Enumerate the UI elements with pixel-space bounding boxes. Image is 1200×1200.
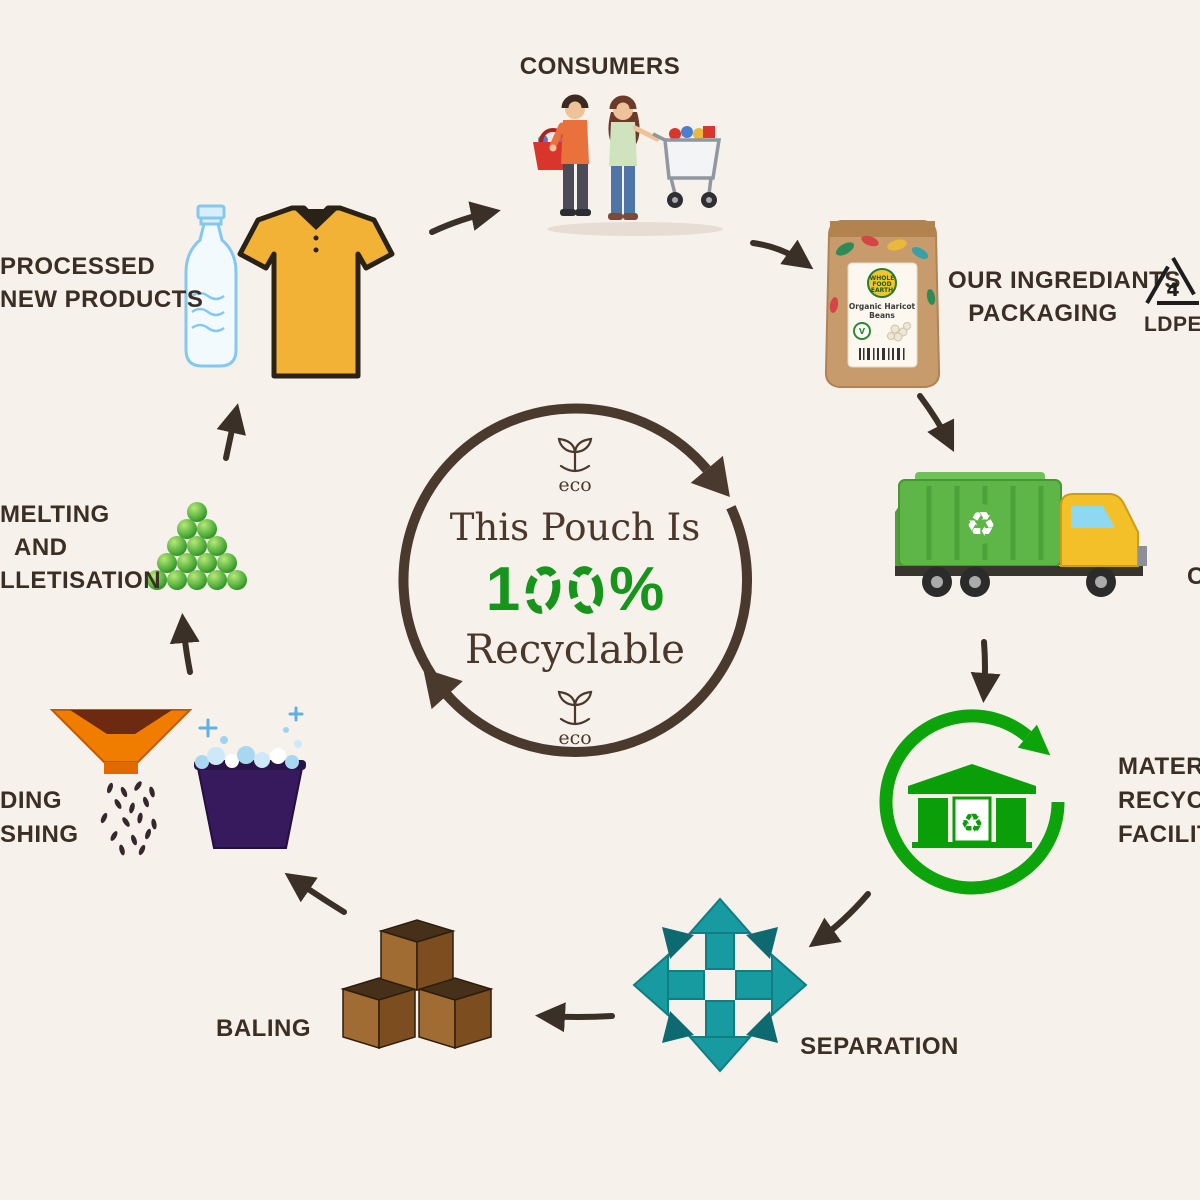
new-products-label: PROCESSED NEW PRODUCTS [0, 250, 203, 316]
brand-line2: FOOD [872, 281, 891, 288]
percent-sign: % [609, 555, 665, 624]
shredding-washing-label: DING SHING [0, 784, 79, 852]
arrow-baling-to-washing [284, 872, 347, 915]
mrf-icon: ♻ [879, 709, 1065, 895]
mrf-building: ♻ [908, 764, 1036, 848]
man-figure [549, 94, 591, 216]
product-name-line2: Beans [869, 311, 895, 320]
arrow-pellets-to-products [216, 403, 246, 461]
arrow-separation-to-baling [535, 1002, 615, 1033]
melting-label-line1: MELTING [0, 501, 110, 528]
vegan-badge [853, 322, 871, 340]
recycle-zero-icon [569, 566, 604, 614]
shredder-funnel-icon [49, 709, 193, 774]
truck-cab [1060, 493, 1139, 567]
arrow-pouch-to-truck [917, 393, 955, 453]
mrf-label-line2: RECYCLI [1118, 787, 1200, 814]
consumers-label: CONSUMERS [519, 53, 681, 80]
truck-recycle-symbol: ♻ [966, 505, 996, 545]
ldpe-recycle-triangle-icon: 4 [1145, 256, 1200, 305]
mrf-recycle-symbol: ♻ [960, 809, 983, 839]
vegan-badge-letter: V [859, 327, 866, 336]
ldpe-label: LDPE [1143, 313, 1200, 336]
packaging-label-line2: PACKAGING [968, 300, 1118, 327]
arrow-mrf-to-separation [808, 891, 871, 948]
eco-leaf-bottom-icon [557, 690, 593, 726]
shopping-cart-icon [652, 126, 722, 208]
pellets-icon [147, 502, 247, 590]
recycle-zero-icon [525, 566, 561, 614]
mrf-label-line1: MATERIA [1118, 753, 1200, 780]
beans-illustration [887, 322, 911, 342]
melting-label-line2: AND [14, 534, 68, 561]
eco-word-top: eco [558, 474, 592, 496]
eco-word-bottom: eco [558, 727, 592, 749]
polo-shirt-icon [237, 205, 395, 379]
shredding-label-line2: SHING [0, 821, 79, 848]
collection-label: C [1187, 563, 1200, 590]
separation-icon [632, 897, 808, 1073]
eco-leaf-top-icon [557, 437, 593, 473]
products-label-line1: PROCESSED [0, 253, 156, 280]
mrf-label-line3: FACILIT [1118, 821, 1200, 848]
arrow-consumers-to-pouch [750, 239, 814, 270]
garbage-truck-icon: ♻ [895, 472, 1147, 597]
center-text-block: eco This Pouch Is 1 % Recyclable eco [415, 436, 735, 749]
melting-label: MELTING AND LLETISATION [0, 498, 161, 597]
truck-wheels [922, 567, 1116, 597]
sparkles [198, 706, 304, 738]
packaging-label-line1: OUR INGREDIANTS [948, 267, 1181, 294]
brand-badge [867, 268, 897, 298]
products-label-line2: NEW PRODUCTS [0, 286, 204, 313]
washing-tub-icon [194, 727, 306, 849]
brand-line3: EARTH [871, 287, 893, 294]
separation-label: SEPARATION [800, 1033, 959, 1060]
ldpe-code: 4 [1166, 279, 1179, 301]
barcode [859, 348, 905, 360]
percent-one: 1 [485, 555, 521, 624]
center-line2: Recyclable [465, 627, 685, 673]
product-name-line1: Organic Haricot [849, 302, 916, 311]
shreds [100, 781, 157, 856]
percent-row: 1 % [486, 559, 665, 621]
mrf-label: MATERIA RECYCLI FACILIT [1118, 750, 1200, 852]
new-products-icon [184, 204, 395, 379]
baling-cubes-icon [340, 919, 494, 1050]
truck-window [1071, 506, 1115, 528]
consumers-icon [533, 94, 723, 236]
brand-line1: WHOLE [870, 275, 895, 282]
arrow-washing-to-pellets [169, 613, 200, 675]
center-recycle-ring-icon [398, 403, 753, 757]
shredding-label-line1: DING [0, 787, 62, 814]
center-line1: This Pouch Is [449, 506, 701, 549]
water-bottle-icon [184, 204, 238, 368]
melting-label-line3: LLETISATION [0, 567, 162, 594]
arrow-truck-to-mrf [970, 639, 1001, 703]
woman-figure [608, 95, 660, 220]
shredding-washing-icon [49, 706, 306, 856]
packaging-label: OUR INGREDIANTS PACKAGING [948, 264, 1181, 330]
arrow-products-to-consumers [429, 201, 501, 235]
pouch-icon: WHOLE FOOD EARTH Organic Haricot Beans V [824, 220, 941, 388]
baling-label: BALING [216, 1015, 311, 1042]
